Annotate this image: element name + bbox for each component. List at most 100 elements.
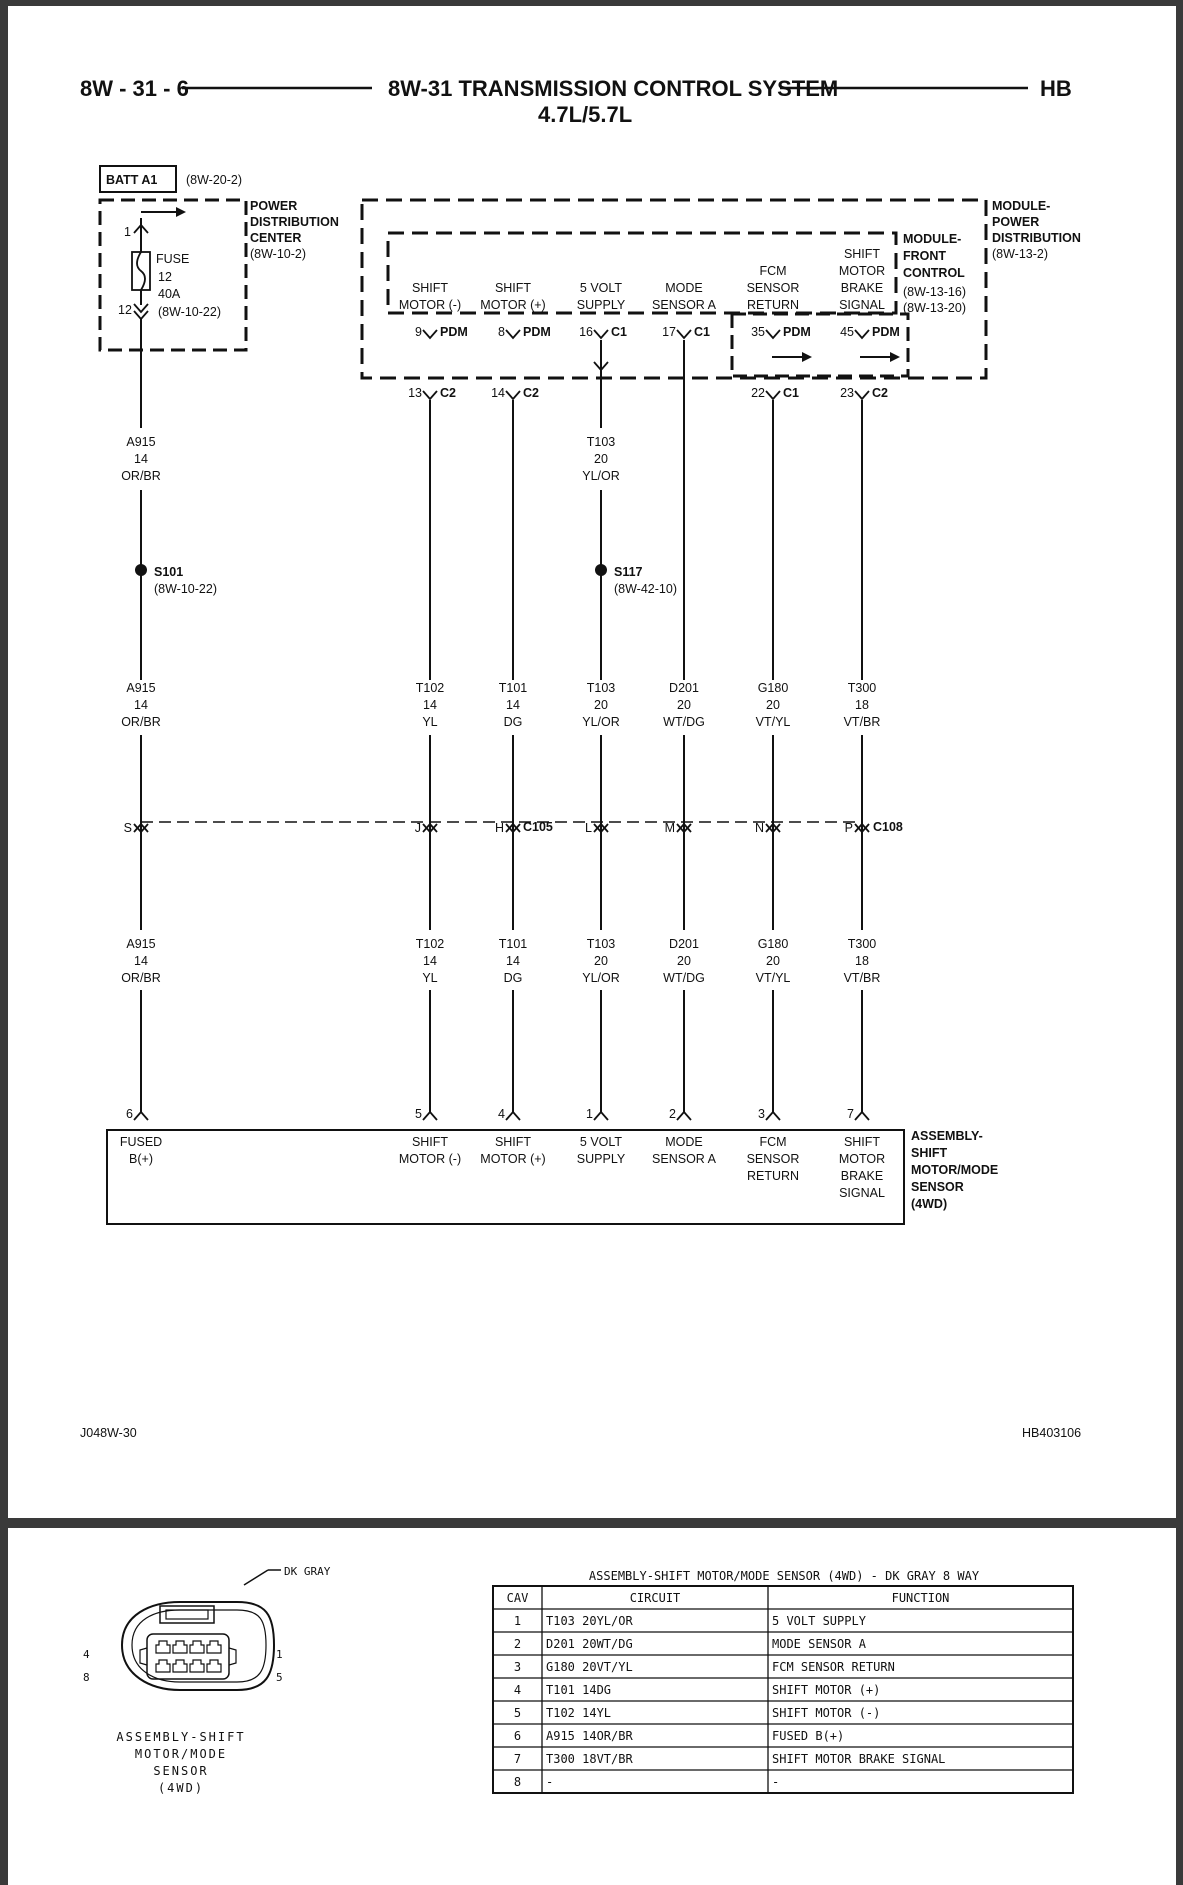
lower-connector-1: C2	[523, 386, 539, 400]
assembly-label-4: SENSOR	[911, 1180, 964, 1194]
pin-table-function-1: MODE SENSOR A	[772, 1637, 867, 1651]
mpd-ref: (8W-13-2)	[992, 247, 1048, 261]
module-function-5-0: SHIFT	[844, 247, 880, 261]
top-wire-color-a915: OR/BR	[121, 469, 161, 483]
wire-1-color-0: YL	[422, 715, 437, 729]
assembly-pin-2: 4	[498, 1107, 505, 1121]
splice-s101-dot	[135, 564, 147, 576]
assembly-function-3-0: 5 VOLT	[580, 1135, 623, 1149]
wire-4-gauge-1: 20	[677, 954, 691, 968]
top-wire-color-t103: YL/OR	[582, 469, 620, 483]
wire-5-circuit-1: G180	[758, 937, 789, 951]
assembly-pin-3: 1	[586, 1107, 593, 1121]
assembly-function-6-3: SIGNAL	[839, 1186, 885, 1200]
wire-0-color-0: OR/BR	[121, 715, 161, 729]
pin-table-function-2: FCM SENSOR RETURN	[772, 1660, 895, 1674]
pin-table-function-6: SHIFT MOTOR BRAKE SIGNAL	[772, 1752, 945, 1766]
pin-table-cav-3: 4	[514, 1683, 521, 1697]
wire-6-circuit-0: T300	[848, 681, 877, 695]
pin-table-title: ASSEMBLY-SHIFT MOTOR/MODE SENSOR (4WD) -…	[589, 1569, 980, 1583]
wire-0-circuit-1: A915	[126, 937, 155, 951]
wire-2-color-1: DG	[504, 971, 523, 985]
lower-pin-0: 13	[408, 386, 422, 400]
module-function-2-1: SUPPLY	[577, 298, 626, 312]
assembly-function-5-2: RETURN	[747, 1169, 799, 1183]
pin-table-function-5: FUSED B(+)	[772, 1729, 844, 1743]
assembly-box	[106, 1129, 905, 1225]
pdc-box	[98, 198, 248, 352]
module-function-1-0: SHIFT	[495, 281, 531, 295]
module-function-3-1: SENSOR A	[652, 298, 717, 312]
cavity-0-0	[155, 1640, 171, 1654]
pdc-ref: (8W-10-2)	[250, 247, 306, 261]
connector-pin-4: 4	[83, 1648, 90, 1661]
assembly-function-0-1: B(+)	[129, 1152, 153, 1166]
assembly-pin-0: 6	[126, 1107, 133, 1121]
wire-1-gauge-0: 14	[423, 698, 437, 712]
wire-6-color-0: VT/BR	[844, 715, 881, 729]
wire-3-circuit-0: T103	[587, 681, 616, 695]
assembly-function-6-1: MOTOR	[839, 1152, 885, 1166]
mpd-label-1: MODULE-	[992, 199, 1050, 213]
assembly-function-4-1: SENSOR A	[652, 1152, 717, 1166]
mfc-ref-1: (8W-13-16)	[903, 285, 966, 299]
cavity-0-3	[206, 1640, 222, 1654]
wire-4-circuit-1: D201	[669, 937, 699, 951]
pin-table-cav-5: 6	[514, 1729, 521, 1743]
assembly-pin-1: 5	[415, 1107, 422, 1121]
wire-1-gauge-1: 14	[423, 954, 437, 968]
pin-table-cav-7: 8	[514, 1775, 521, 1789]
module-pin-2: 16	[579, 325, 593, 339]
cavity-0-1	[172, 1640, 188, 1654]
wire-4-gauge-0: 20	[677, 698, 691, 712]
module-pin-3: 17	[662, 325, 676, 339]
wire-3-color-1: YL/OR	[582, 971, 620, 985]
module-function-0-0: SHIFT	[412, 281, 448, 295]
wire-3-circuit-1: T103	[587, 937, 616, 951]
wire-3-gauge-1: 20	[594, 954, 608, 968]
wire-0-gauge-0: 14	[134, 698, 148, 712]
assembly-function-2-0: SHIFT	[495, 1135, 531, 1149]
assembly-function-1-0: SHIFT	[412, 1135, 448, 1149]
connector-caption-3: SENSOR	[153, 1764, 208, 1778]
top-wire-circuit-t103: T103	[587, 435, 616, 449]
splice-s101-ref: (8W-10-22)	[154, 582, 217, 596]
wire-2-color-0: DG	[504, 715, 523, 729]
wire-6-gauge-1: 18	[855, 954, 869, 968]
wire-0-color-1: OR/BR	[121, 971, 161, 985]
pin-table-header-2: FUNCTION	[892, 1591, 950, 1605]
footer-left-code: J048W-30	[80, 1426, 137, 1440]
mpd-label-2: POWER	[992, 215, 1039, 229]
assembly-function-6-0: SHIFT	[844, 1135, 880, 1149]
pin-table-circuit-6: T300 18VT/BR	[546, 1752, 633, 1766]
module-function-5-3: SIGNAL	[839, 298, 885, 312]
inline-pin-0: S	[124, 821, 132, 835]
lower-connector-0: C2	[440, 386, 456, 400]
wire-6-circuit-1: T300	[848, 937, 877, 951]
cavity-1-3	[206, 1659, 222, 1673]
connector-pin-8: 8	[83, 1671, 90, 1684]
cavity-1-1	[172, 1659, 188, 1673]
fuse-ref: (8W-10-22)	[158, 305, 221, 319]
pin-table-function-4: SHIFT MOTOR (-)	[772, 1706, 880, 1720]
assembly-pin-6: 7	[847, 1107, 854, 1121]
module-power-distribution-box	[360, 198, 988, 380]
batt-ref: (8W-20-2)	[186, 173, 242, 187]
pdc-label-1: POWER	[250, 199, 297, 213]
mpd-label-3: DISTRIBUTION	[992, 231, 1081, 245]
wire-2-gauge-1: 14	[506, 954, 520, 968]
top-page	[8, 6, 1176, 1518]
pin-table-circuit-7: -	[546, 1775, 553, 1789]
module-connector-1: PDM	[523, 325, 551, 339]
manual-code: HB	[1040, 76, 1072, 101]
wire-6-color-1: VT/BR	[844, 971, 881, 985]
wire-3-color-0: YL/OR	[582, 715, 620, 729]
page-number: 8W - 31 - 6	[80, 76, 189, 101]
inline-pin-2: H	[495, 821, 504, 835]
wire-4-color-0: WT/DG	[663, 715, 705, 729]
wire-1-circuit-0: T102	[416, 681, 445, 695]
inline-pin-1: J	[415, 821, 421, 835]
pin-table-cav-2: 3	[514, 1660, 521, 1674]
module-function-2-0: 5 VOLT	[580, 281, 623, 295]
